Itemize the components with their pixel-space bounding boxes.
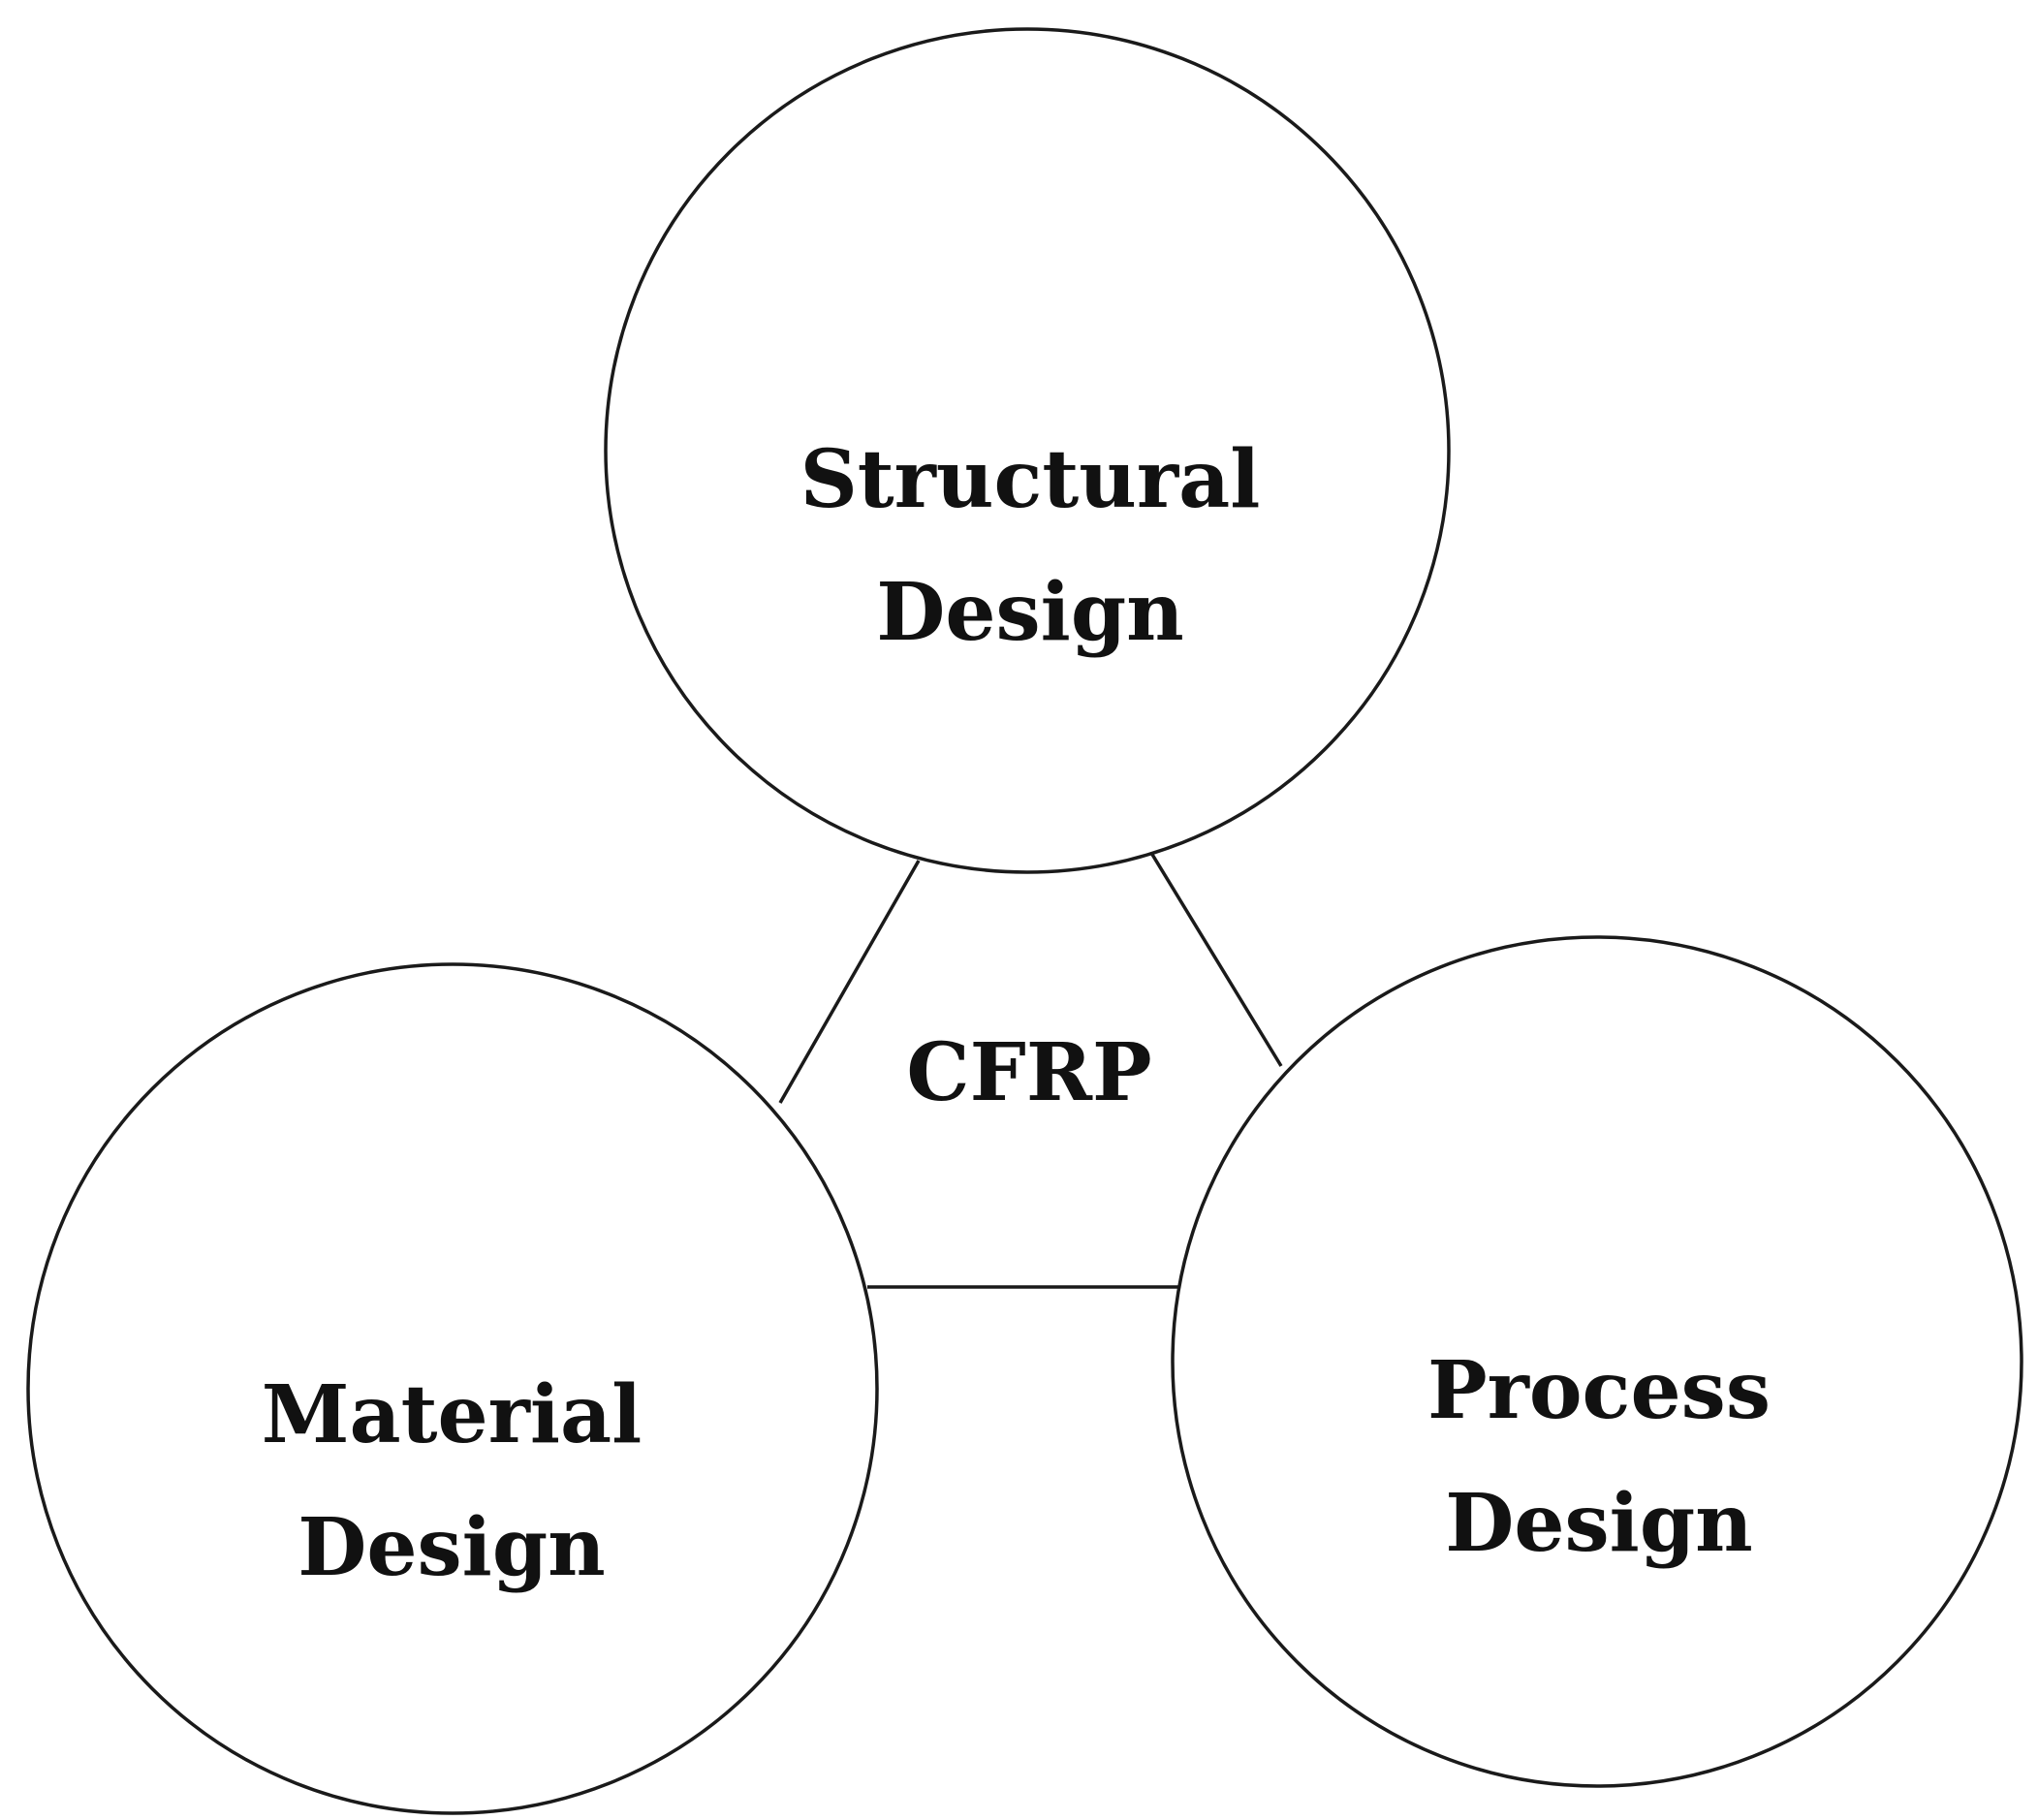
process-design-label-line2: Design (1445, 1477, 1753, 1570)
structural-design-label-line2: Design (876, 566, 1184, 659)
material-design-circle (26, 962, 879, 1815)
connector-structural-process (1149, 852, 1283, 1067)
material-design-label-line1: Material (262, 1368, 643, 1461)
connector-structural-material (778, 860, 921, 1104)
process-design-label-line1: Process (1427, 1344, 1771, 1437)
center-label: CFRP (906, 1026, 1151, 1119)
material-design-label-line2: Design (298, 1501, 606, 1594)
structural-design-circle (604, 27, 1451, 874)
process-design-circle (1171, 935, 2023, 1788)
structural-design-label-line1: Structural (800, 433, 1261, 526)
